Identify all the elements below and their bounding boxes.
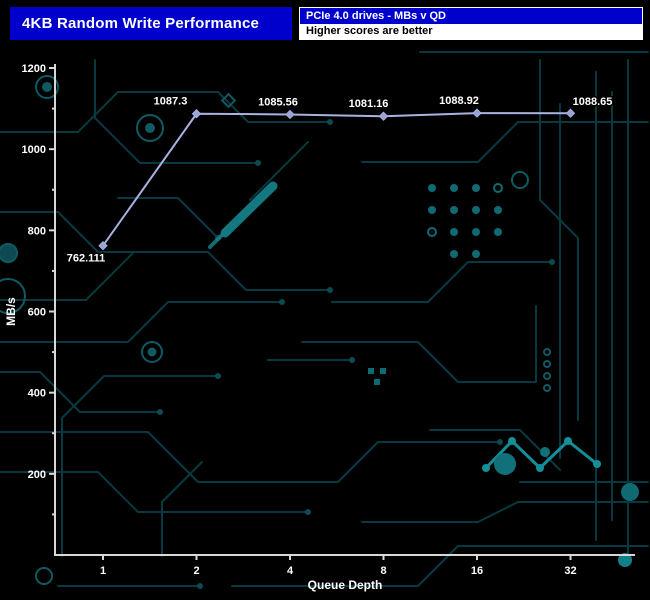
- chart-header: 4KB Random Write Performance PCIe 4.0 dr…: [0, 0, 650, 44]
- chart-title: 4KB Random Write Performance: [10, 7, 292, 40]
- chart-subtitle-box: PCIe 4.0 drives - MBs v QD Higher scores…: [299, 7, 643, 40]
- chart-note: Higher scores are better: [300, 23, 642, 39]
- chart-subtitle: PCIe 4.0 drives - MBs v QD: [300, 8, 642, 24]
